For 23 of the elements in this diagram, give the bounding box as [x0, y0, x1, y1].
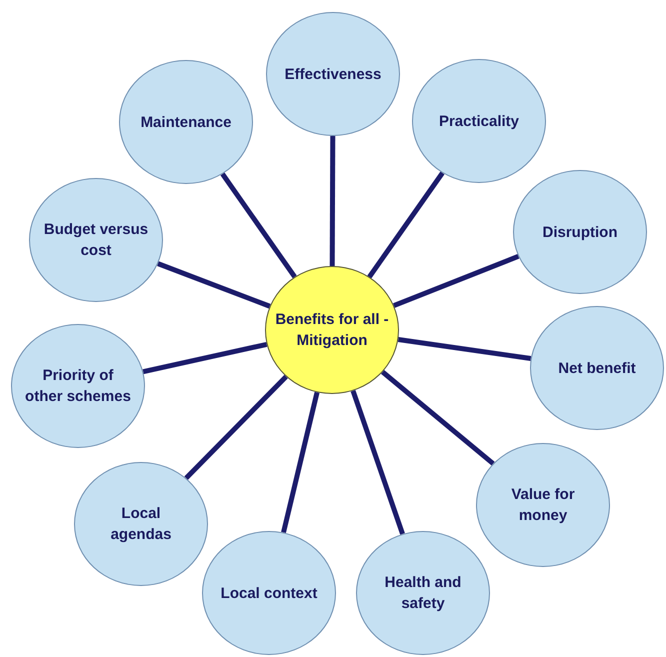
- connector-line: [330, 136, 336, 266]
- connector-line: [220, 172, 297, 278]
- node-label: Local agendas: [110, 504, 172, 545]
- connector-line: [157, 261, 271, 309]
- connector-line: [281, 392, 320, 534]
- connector-line: [398, 337, 532, 361]
- node-label: Effectiveness: [284, 64, 382, 84]
- connector-line: [350, 390, 405, 535]
- node-label: Disruption: [542, 222, 618, 242]
- connector-line: [142, 342, 268, 374]
- node-label: Health and safety: [384, 573, 462, 614]
- node-label: Local context: [220, 584, 318, 604]
- node-label: Practicality: [438, 112, 520, 132]
- node-label: Benefits for all - Mitigation: [274, 310, 390, 351]
- node-label: Value for money: [510, 485, 576, 526]
- connector-line: [367, 172, 444, 278]
- connector-line: [393, 254, 520, 308]
- node-label: Budget versus cost: [42, 220, 150, 261]
- connector-line: [184, 374, 288, 480]
- connector-line: [381, 370, 495, 466]
- node-label: Priority of other schemes: [24, 366, 132, 407]
- node-label: Maintenance: [140, 112, 232, 132]
- node-label: Net benefit: [557, 358, 637, 378]
